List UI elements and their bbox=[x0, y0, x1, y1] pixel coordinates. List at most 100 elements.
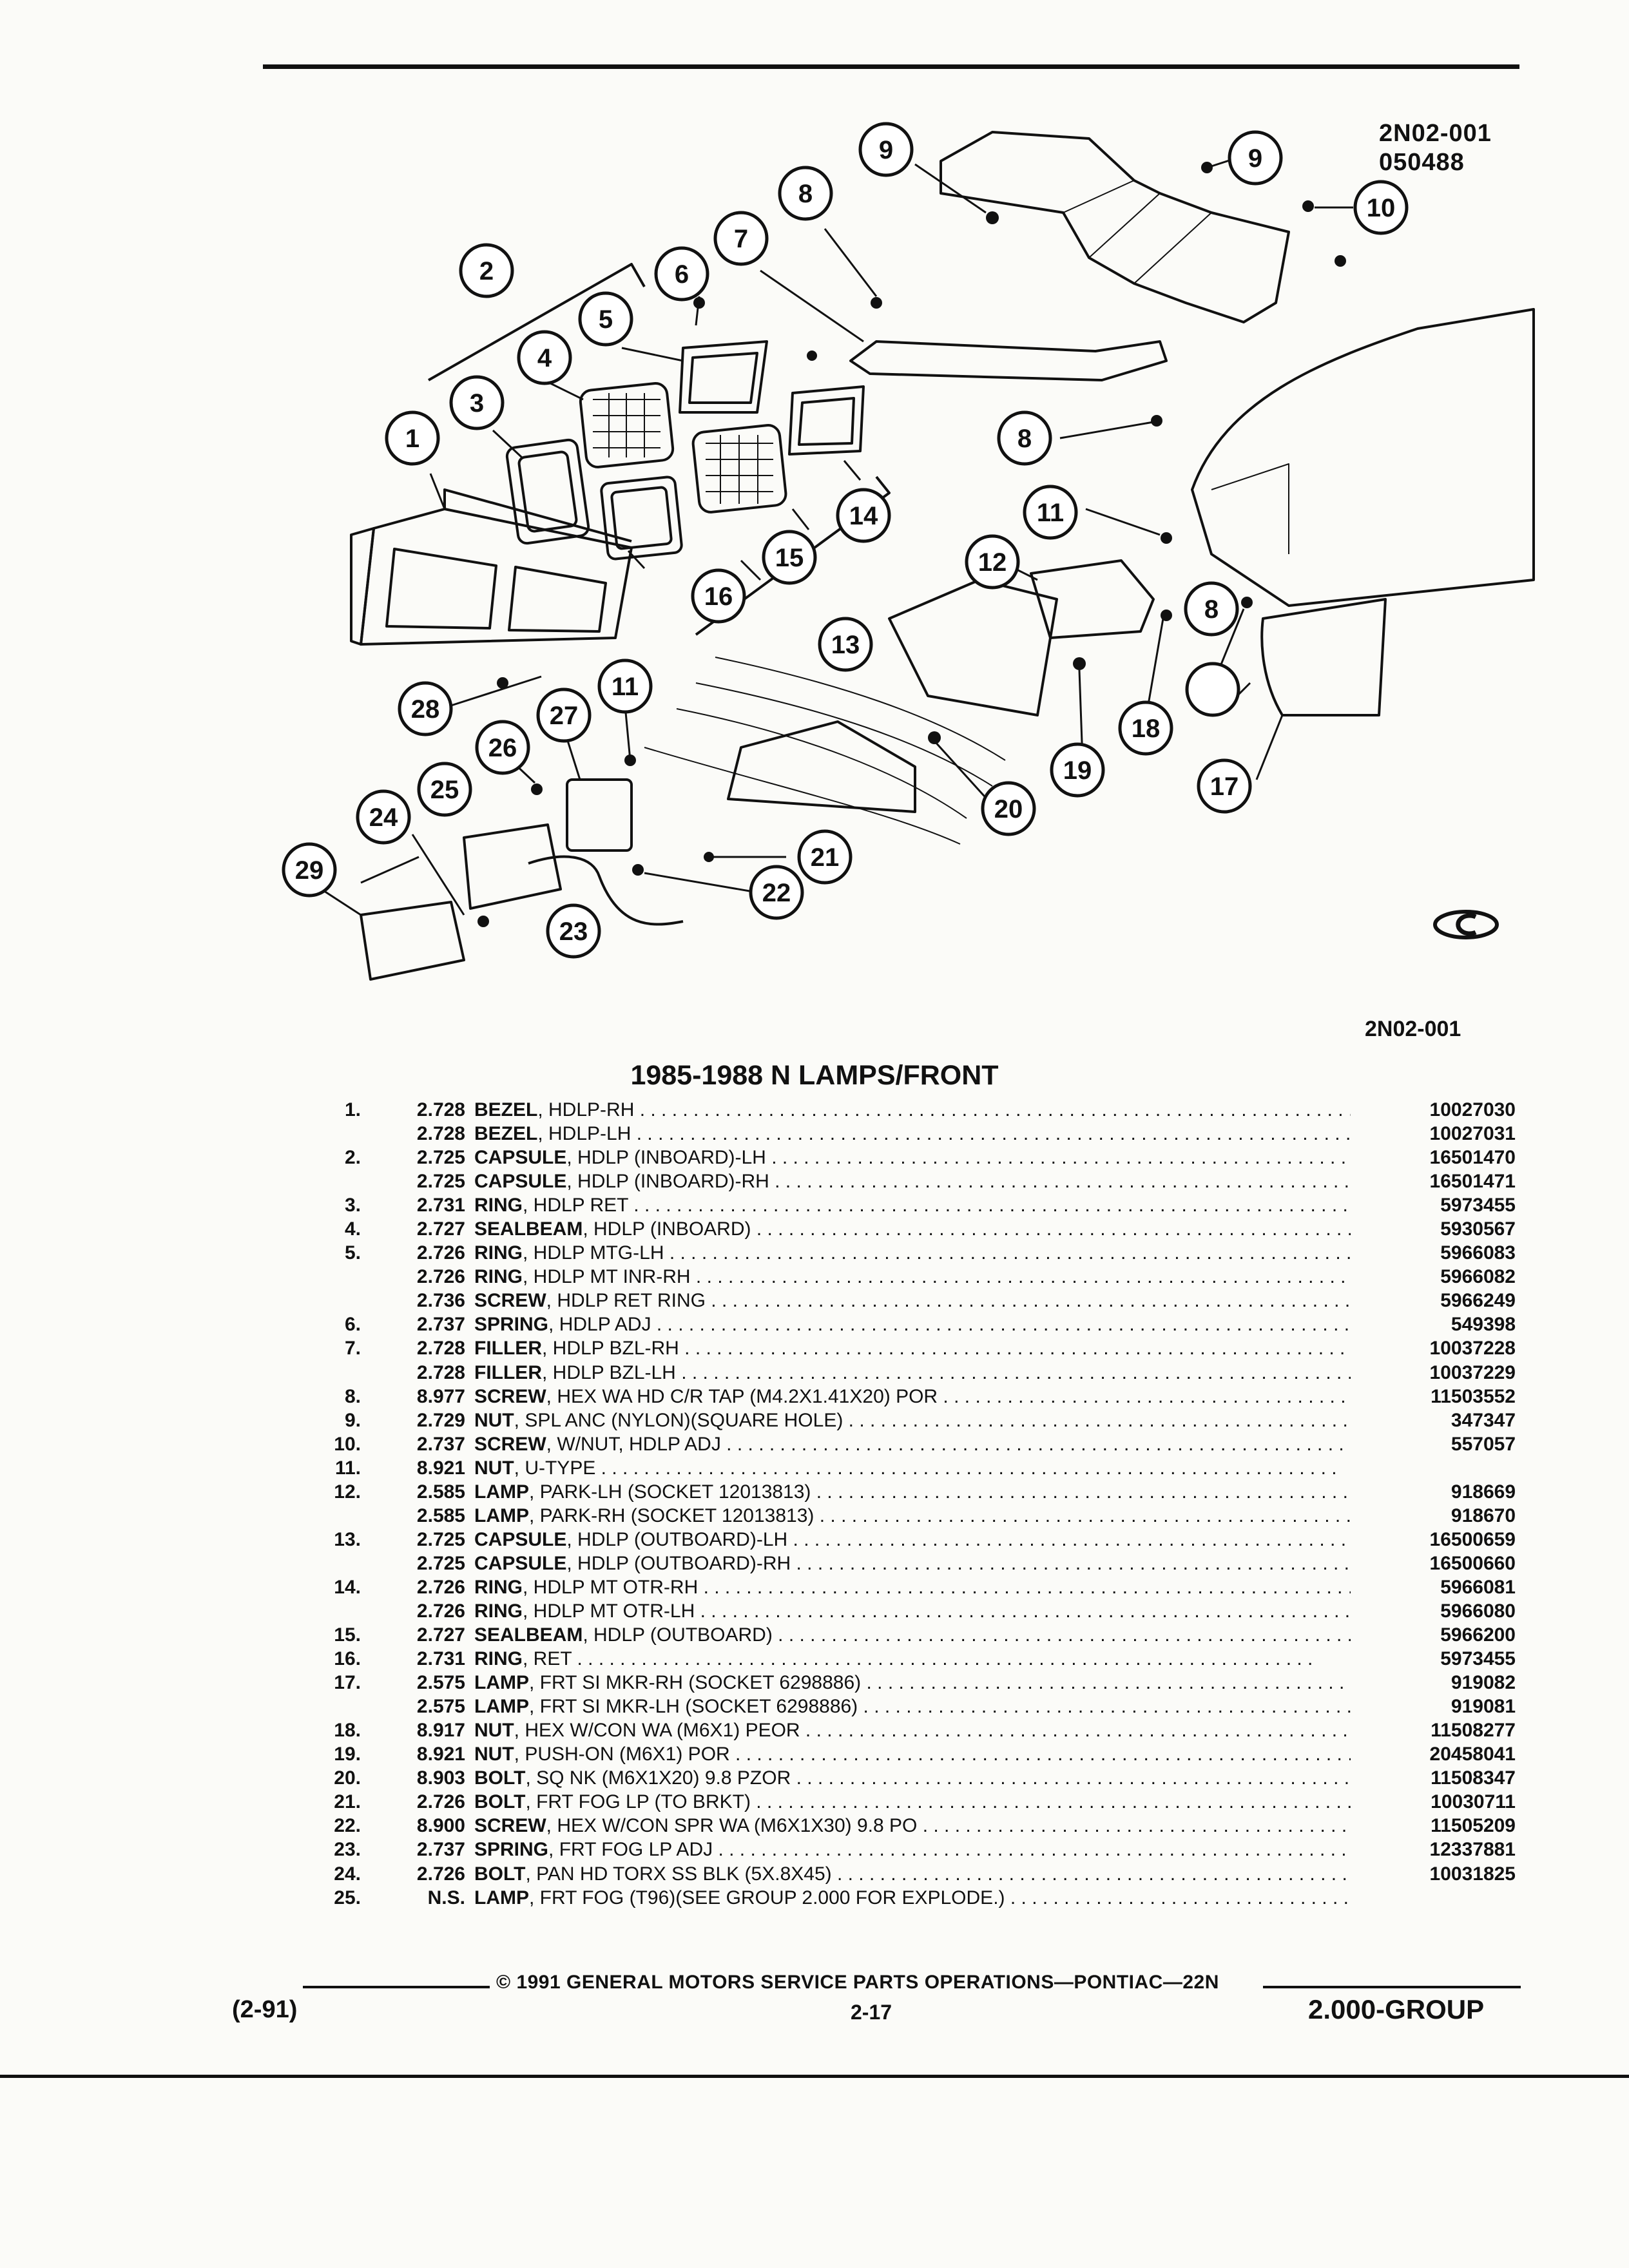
part-name: LAMP bbox=[474, 1504, 529, 1526]
leader-dots: . . . . . . . . . . . . . . . . . . . . … bbox=[700, 1600, 1351, 1622]
leader-dots: . . . . . . . . . . . . . . . . . . . . … bbox=[778, 1624, 1351, 1646]
part-detail: , PAN HD TORX SS BLK (5X.8X45) bbox=[525, 1863, 832, 1885]
part-description: NUT, SPL ANC (NYLON)(SQUARE HOLE) . . . … bbox=[474, 1408, 1351, 1432]
callout-25: 25 bbox=[430, 776, 459, 804]
part-description: SCREW, HEX W/CON SPR WA (M6X1X30) 9.8 PO… bbox=[474, 1814, 1351, 1838]
part-detail: , PARK-RH (SOCKET 12013813) bbox=[529, 1504, 815, 1526]
group-number: 2.726 bbox=[416, 1863, 465, 1885]
group-number: 2.726 bbox=[416, 1242, 465, 1264]
part-number: 11508347 bbox=[1431, 1767, 1516, 1789]
leader-dots: . . . . . . . . . . . . . . . . . . . . … bbox=[866, 1672, 1351, 1694]
leader-dots: . . . . . . . . . . . . . . . . . . . . … bbox=[805, 1720, 1351, 1742]
item-number: 25. bbox=[334, 1887, 361, 1908]
group-bracket-13 bbox=[695, 476, 891, 636]
item-number: 10. bbox=[334, 1433, 361, 1455]
part-name: RING bbox=[474, 1576, 523, 1598]
item-number: 19. bbox=[334, 1744, 361, 1765]
leader-dots: . . . . . . . . . . . . . . . . . . . . … bbox=[836, 1863, 1351, 1885]
group-number: 2.575 bbox=[416, 1696, 465, 1718]
part-number: 10027031 bbox=[1429, 1123, 1516, 1145]
callout-24: 24 bbox=[369, 803, 398, 832]
part-detail: , HDLP MT OTR-RH bbox=[523, 1576, 699, 1598]
part-name: BOLT bbox=[474, 1863, 526, 1885]
callout-12: 12 bbox=[978, 548, 1007, 577]
part-description: BEZEL, HDLP-RH . . . . . . . . . . . . .… bbox=[474, 1098, 1351, 1122]
part-description: FILLER, HDLP BZL-RH . . . . . . . . . . … bbox=[474, 1336, 1351, 1360]
item-number: 17. bbox=[334, 1672, 361, 1694]
group-number: 2.731 bbox=[416, 1195, 465, 1216]
group-number: 2.727 bbox=[416, 1624, 465, 1646]
callout-3: 3 bbox=[470, 389, 484, 418]
part-description: CAPSULE, HDLP (OUTBOARD)-RH . . . . . . … bbox=[474, 1552, 1351, 1575]
part-detail: , FRT FOG (T96)(SEE GROUP 2.000 FOR EXPL… bbox=[529, 1887, 1005, 1908]
item-number: 15. bbox=[334, 1624, 361, 1646]
part-name: BOLT bbox=[474, 1767, 526, 1789]
group-number: 8.917 bbox=[416, 1720, 465, 1742]
part-number: 549398 bbox=[1451, 1314, 1516, 1336]
part-description: NUT, PUSH-ON (M6X1) POR . . . . . . . . … bbox=[474, 1742, 1351, 1766]
fog-lamp-bracket bbox=[566, 778, 633, 852]
part-name: CAPSULE bbox=[474, 1171, 567, 1193]
front-fascia bbox=[888, 579, 1058, 716]
group-number: 2.585 bbox=[416, 1481, 465, 1503]
group-number: 8.921 bbox=[416, 1457, 465, 1479]
item-number: 16. bbox=[334, 1648, 361, 1670]
group-number: 8.977 bbox=[416, 1385, 465, 1407]
group-number: 2.726 bbox=[416, 1266, 465, 1288]
park-lamp bbox=[1030, 559, 1155, 639]
part-description: SEALBEAM, HDLP (OUTBOARD) . . . . . . . … bbox=[474, 1623, 1351, 1647]
part-number: 919081 bbox=[1451, 1696, 1516, 1718]
part-detail: , HDLP (INBOARD)-LH bbox=[566, 1147, 766, 1169]
part-description: RING, HDLP RET . . . . . . . . . . . . .… bbox=[474, 1193, 1351, 1217]
item-number: 2. bbox=[344, 1147, 361, 1169]
part-description: RING, HDLP MT OTR-LH . . . . . . . . . .… bbox=[474, 1599, 1351, 1623]
callout-27: 27 bbox=[550, 702, 579, 730]
leader-dots: . . . . . . . . . . . . . . . . . . . . … bbox=[796, 1552, 1351, 1574]
gm-logo-mark bbox=[1433, 910, 1499, 939]
leader-dots: . . . . . . . . . . . . . . . . . . . . … bbox=[703, 1576, 1351, 1598]
callout-15: 15 bbox=[775, 544, 804, 572]
part-number: 10037228 bbox=[1429, 1338, 1516, 1360]
callout-8-b: 8 bbox=[1017, 425, 1032, 453]
item-number: 9. bbox=[344, 1409, 361, 1431]
leader-dots: . . . . . . . . . . . . . . . . . . . . … bbox=[695, 1266, 1351, 1288]
part-name: SCREW bbox=[474, 1815, 546, 1837]
part-detail: , HDLP RET bbox=[523, 1195, 628, 1216]
leader-dots: . . . . . . . . . . . . . . . . . . . . … bbox=[718, 1839, 1351, 1861]
callout-19: 19 bbox=[1063, 756, 1092, 785]
leader-dots: . . . . . . . . . . . . . . . . . . . . … bbox=[816, 1481, 1351, 1503]
item-number: 22. bbox=[334, 1815, 361, 1837]
part-detail: , SPL ANC (NYLON)(SQUARE HOLE) bbox=[514, 1409, 843, 1431]
leader-dots: . . . . . . . . . . . . . . . . . . . . … bbox=[628, 1195, 1351, 1216]
part-name: RING bbox=[474, 1195, 523, 1216]
callout-16: 16 bbox=[704, 582, 733, 611]
part-name: RING bbox=[474, 1242, 523, 1264]
part-number: 918670 bbox=[1451, 1504, 1516, 1526]
fog-lamp-spring bbox=[528, 855, 684, 926]
part-number: 16500660 bbox=[1429, 1552, 1516, 1574]
part-detail: , HDLP-LH bbox=[537, 1123, 631, 1145]
callout-29: 29 bbox=[295, 856, 324, 885]
part-description: RING, HDLP MT OTR-RH . . . . . . . . . .… bbox=[474, 1575, 1351, 1599]
part-description: LAMP, FRT FOG (T96)(SEE GROUP 2.000 FOR … bbox=[474, 1886, 1351, 1910]
group-number: 2.737 bbox=[416, 1433, 465, 1455]
figure-date: 050488 bbox=[1379, 149, 1465, 176]
group-number: 2.737 bbox=[416, 1314, 465, 1336]
callout-1: 1 bbox=[405, 425, 419, 453]
part-detail: , HDLP BZL-LH bbox=[542, 1361, 676, 1383]
leader-dots: . . . . . . . . . . . . . . . . . . . . … bbox=[679, 1338, 1351, 1360]
item-number: 18. bbox=[334, 1720, 361, 1742]
part-detail: , HDLP (INBOARD)-RH bbox=[566, 1171, 769, 1193]
part-description: SPRING, FRT FOG LP ADJ . . . . . . . . .… bbox=[474, 1838, 1351, 1861]
item-number: 8. bbox=[344, 1385, 361, 1407]
part-description: SEALBEAM, HDLP (INBOARD) . . . . . . . .… bbox=[474, 1217, 1351, 1241]
